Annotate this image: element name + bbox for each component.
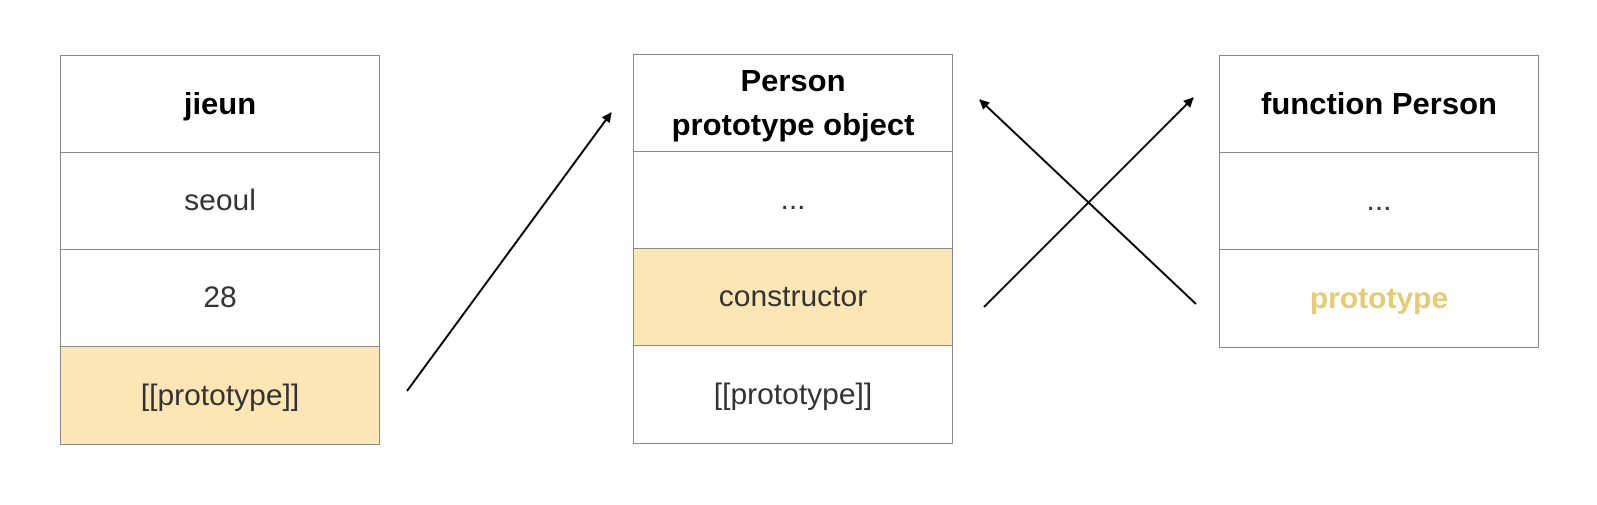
person-prototype-ellipsis-cell: ... xyxy=(634,152,952,249)
person-prototype-title-line2: prototype object xyxy=(671,107,915,142)
jieun-city-cell: seoul xyxy=(61,153,379,250)
arrow-jieun-to-person-prototype xyxy=(406,112,612,392)
jieun-age-cell: 28 xyxy=(61,250,379,347)
arrow-prototype-to-person-prototype xyxy=(979,99,1197,305)
function-person-box: function Person ... prototype xyxy=(1219,55,1539,348)
jieun-prototype-link-cell: [[prototype]] xyxy=(61,347,379,444)
person-prototype-link-cell: [[prototype]] xyxy=(713,377,873,411)
person-prototype-constructor-cell: constructor xyxy=(634,249,952,346)
person-prototype-object-box: Person prototype object ... constructor … xyxy=(633,54,953,444)
person-prototype-title: Person prototype object xyxy=(634,55,952,152)
function-person-prototype-cell: prototype xyxy=(1309,281,1449,315)
jieun-title: jieun xyxy=(61,56,379,153)
function-person-title: function Person xyxy=(1220,56,1538,153)
function-person-ellipsis-cell: ... xyxy=(1220,153,1538,250)
person-prototype-title-line1: Person xyxy=(740,63,846,98)
jieun-object-box: jieun seoul 28 [[prototype]] xyxy=(60,55,380,445)
